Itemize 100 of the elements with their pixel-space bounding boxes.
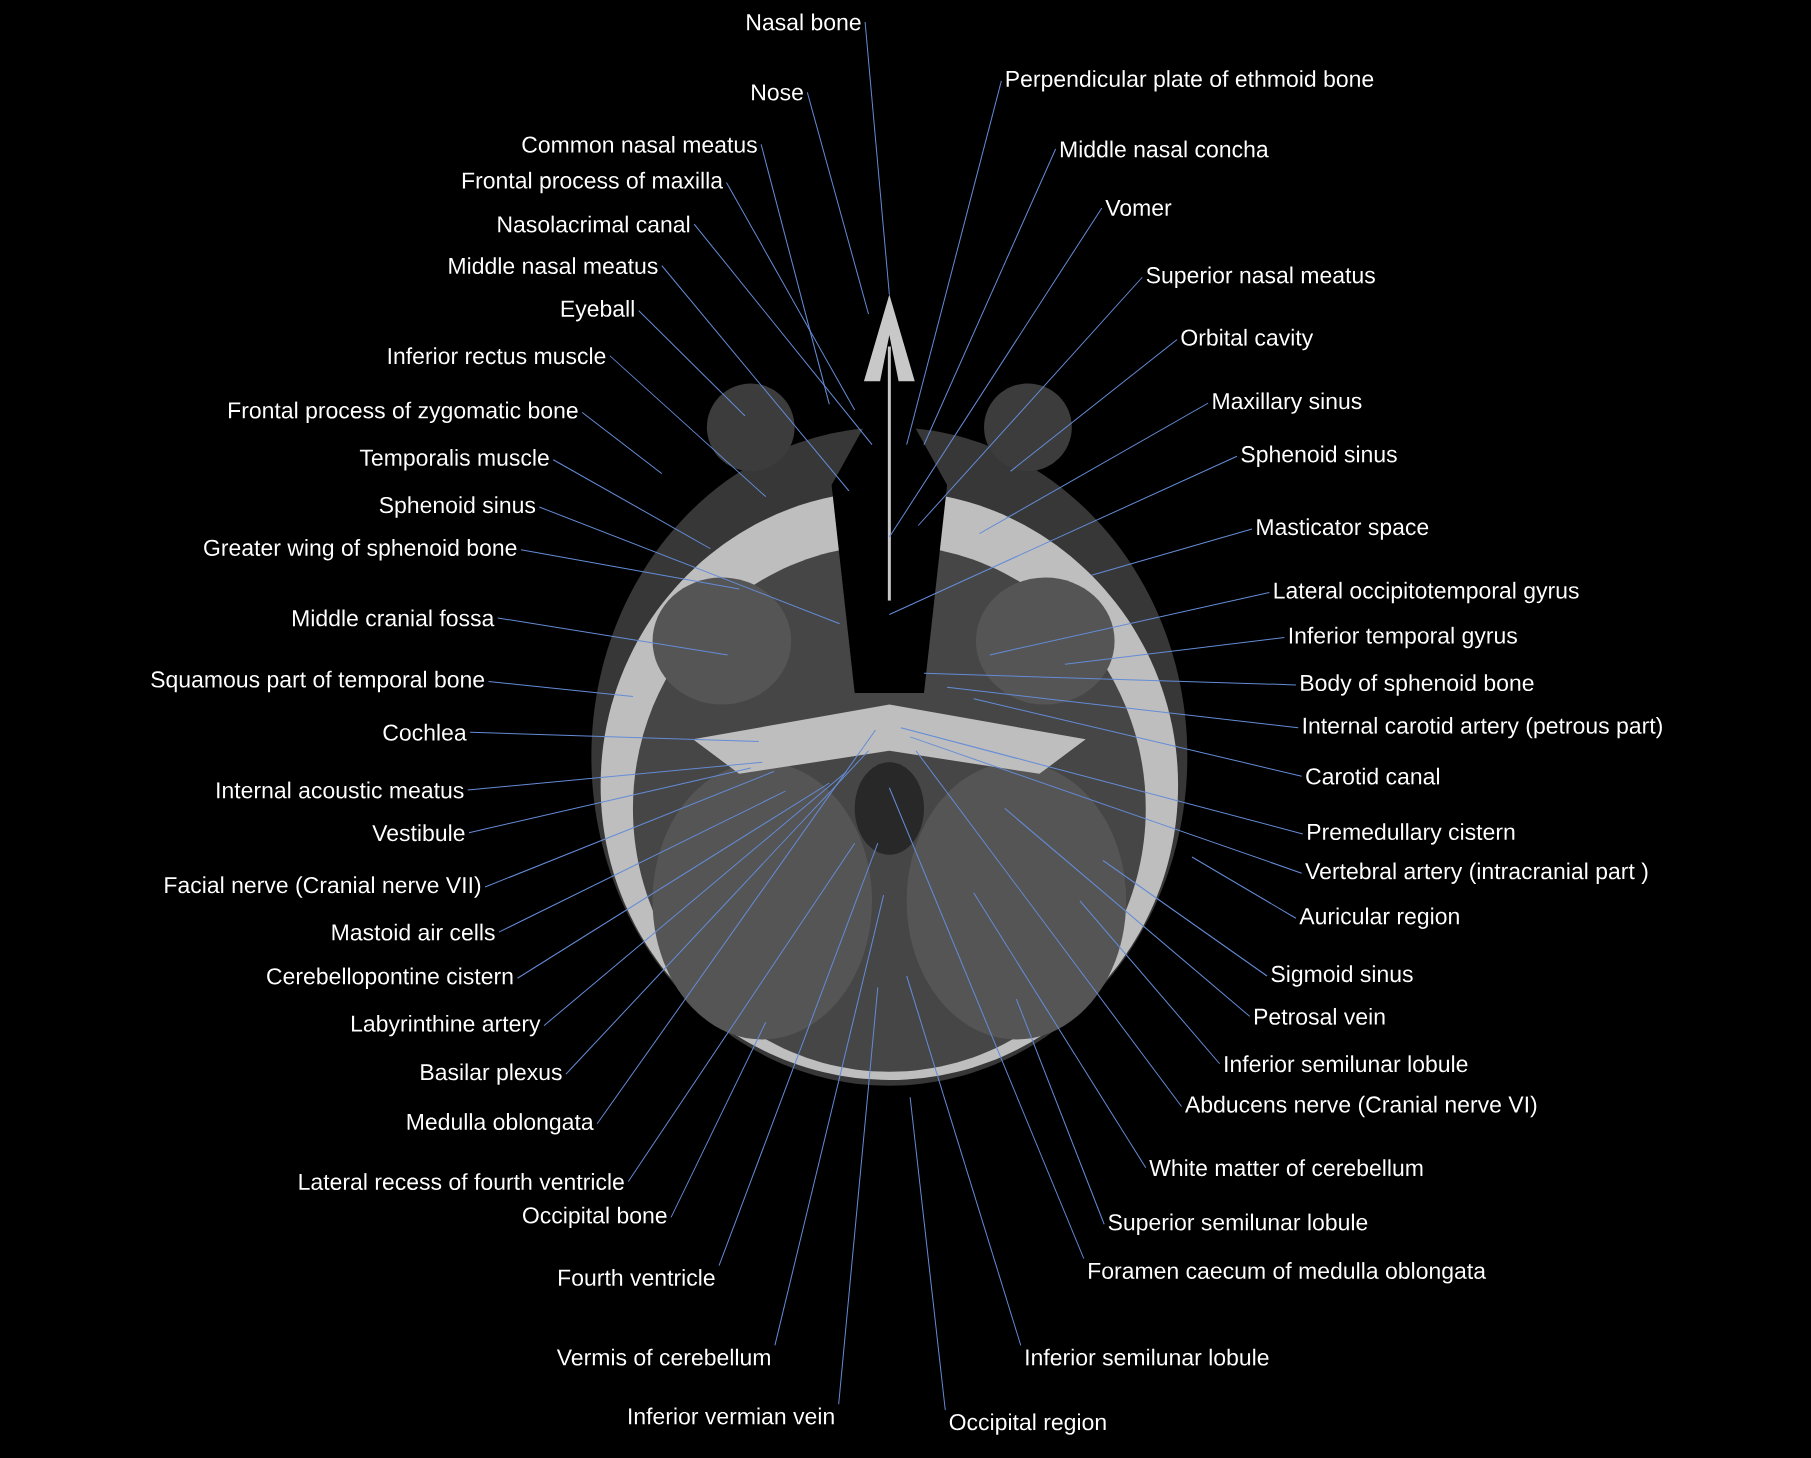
leader-line [978, 402, 1209, 535]
structure-label: Cerebellopontine cistern [267, 967, 513, 989]
structure-label: Frontal process of maxilla [462, 171, 724, 194]
leader-line [888, 455, 1238, 615]
leader-line [488, 680, 634, 697]
structure-label: Sphenoid sinus [379, 496, 536, 518]
leader-line [923, 672, 1297, 686]
structure-label: Mastoid air cells [332, 923, 495, 941]
leader-line [538, 506, 841, 625]
structure-label: Vomer [1105, 199, 1172, 216]
leader-line [1015, 998, 1105, 1225]
structure-label: White matter of cerebellum [1149, 1159, 1423, 1177]
leader-line [806, 91, 870, 315]
leader-line [900, 727, 1304, 835]
leader-line [864, 21, 890, 296]
structure-label: Occipital bone [523, 1206, 667, 1229]
structure-label: Masticator space [1257, 518, 1429, 540]
leader-line [909, 736, 1303, 874]
leader-line [989, 592, 1270, 656]
structure-label: Inferior semilunar lobule [1026, 1348, 1269, 1366]
structure-label: Lateral recess of fourth ventricle [299, 1173, 624, 1190]
structure-label: Superior semilunar lobule [1108, 1213, 1368, 1235]
structure-label: Eyeball [561, 300, 634, 322]
structure-label: Premedullary cistern [1308, 823, 1515, 845]
structure-label: Facial nerve (Cranial nerve VII) [165, 876, 481, 898]
leader-line [484, 771, 775, 888]
structure-label: Middle cranial fossa [293, 609, 495, 627]
leader-line [1102, 860, 1268, 977]
structure-label: Nasal bone [747, 13, 861, 31]
leader-line [888, 207, 1103, 538]
structure-label: Orbital cavity [1181, 328, 1314, 351]
structure-label: Medulla oblongata [407, 1113, 594, 1135]
leader-line [973, 892, 1147, 1169]
leader-line [498, 790, 786, 933]
structure-label: Vertebral artery (intracranial part ) [1305, 862, 1648, 884]
leader-line [469, 731, 760, 742]
leader-line [946, 686, 1299, 729]
structure-label: Carotid canal [1306, 767, 1439, 785]
leader-line [565, 750, 870, 1075]
leader-line [888, 787, 1085, 1260]
structure-label: Nasolacrimal canal [498, 215, 690, 233]
structure-label: Sphenoid sinus [1241, 445, 1397, 467]
leader-line [638, 310, 746, 417]
leader-line [467, 761, 763, 791]
structure-label: Occipital region [949, 1413, 1106, 1435]
structure-label: Inferior rectus muscle [388, 347, 606, 365]
structure-label: Petrosal vein [1254, 1007, 1385, 1025]
leader-line [1079, 900, 1221, 1065]
leader-line [543, 771, 848, 1027]
leader-line [718, 842, 879, 1267]
leader-line [661, 265, 850, 492]
structure-label: Vermis of cerebellum [556, 1348, 770, 1366]
leader-line [1064, 637, 1285, 665]
structure-label: Middle nasal meatus [449, 257, 658, 275]
structure-label: Maxillary sinus [1213, 392, 1362, 414]
leader-line [906, 975, 1022, 1346]
leader-line [670, 1021, 767, 1218]
structure-label: Middle nasal concha [1060, 140, 1269, 158]
structure-label: Auricular region [1299, 907, 1459, 929]
structure-label: Frontal process of zygomatic bone [229, 401, 578, 424]
structure-label: Internal carotid artery (petrous part) [1303, 716, 1662, 739]
structure-label: Inferior semilunar lobule [1225, 1055, 1468, 1073]
leader-line [923, 148, 1057, 446]
leader-line [973, 698, 1303, 777]
structure-label: Nose [752, 84, 803, 101]
leader-line [915, 750, 1183, 1107]
structure-label: Labyrinthine artery [352, 1014, 541, 1037]
structure-label: Body of sphenoid bone [1301, 674, 1534, 696]
structure-label: Superior nasal meatus [1146, 266, 1375, 288]
leader-line [581, 411, 663, 475]
structure-label: Vestibule [372, 824, 465, 842]
structure-label: Lateral occipitotemporal gyrus [1274, 581, 1579, 604]
leader-line [726, 182, 856, 411]
leader-line [627, 842, 856, 1183]
structure-label: Basilar plexus [421, 1063, 562, 1085]
leader-line [906, 80, 1002, 446]
leader-line [552, 459, 711, 550]
leader-line [516, 782, 830, 979]
structure-label: Greater wing of sphenoid bone [204, 539, 517, 561]
structure-label: Internal acoustic meatus [217, 781, 464, 799]
structure-label: Inferior temporal gyrus [1289, 626, 1517, 649]
structure-label: Temporalis muscle [359, 449, 549, 471]
structure-label: Foramen caecum of medulla oblongata [1089, 1262, 1487, 1284]
structure-label: Sigmoid sinus [1271, 965, 1413, 987]
leader-line [1004, 808, 1251, 1017]
leader-line [838, 987, 879, 1405]
leader-line [693, 223, 873, 446]
leader-line [909, 1096, 946, 1411]
leader-line [917, 276, 1143, 527]
leader-line [497, 617, 729, 656]
leader-line [774, 894, 885, 1346]
structure-label: Squamous part of temporal bone [151, 670, 485, 693]
structure-label: Common nasal meatus [522, 135, 757, 153]
structure-label: Cochlea [383, 723, 467, 741]
structure-label: Fourth ventricle [559, 1269, 715, 1286]
leader-line [609, 355, 767, 498]
leader-line [468, 767, 752, 834]
structure-label: Abducens nerve (Cranial nerve VI) [1185, 1095, 1537, 1118]
structure-label: Inferior vermian vein [629, 1407, 834, 1425]
leader-line [520, 549, 740, 590]
